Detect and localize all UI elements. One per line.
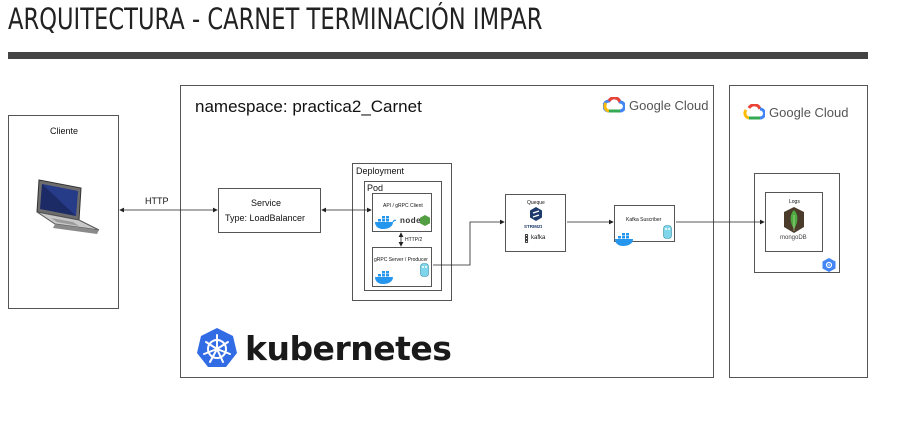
kubernetes-icon bbox=[197, 328, 237, 367]
laptop-icon bbox=[36, 179, 100, 234]
cloud-compute-icon bbox=[822, 258, 836, 272]
google-cloud-logo-namespace: Google Cloud bbox=[603, 97, 709, 113]
golang-icon bbox=[663, 225, 672, 239]
nodejs-hexagon-icon bbox=[420, 215, 430, 226]
google-cloud-logo-right: Google Cloud bbox=[743, 104, 849, 120]
queue-label: Queque bbox=[527, 200, 545, 206]
google-cloud-icon bbox=[743, 104, 765, 120]
service-type: Type: LoadBalancer bbox=[225, 213, 306, 223]
strimzi-icon bbox=[530, 207, 542, 221]
grpc-server-label: gRPC Server / Producer bbox=[374, 257, 428, 263]
kafka-icon bbox=[524, 234, 529, 243]
grpc-queue-arrow bbox=[433, 219, 505, 266]
service-title: Service bbox=[251, 198, 282, 208]
kubernetes-wordmark: kubernetes bbox=[245, 329, 452, 368]
pod-label: Pod bbox=[367, 183, 384, 193]
golang-icon bbox=[420, 263, 429, 277]
http2-label: HTTP/2 bbox=[405, 237, 423, 243]
docker-icon bbox=[375, 271, 393, 284]
google-cloud-text: Google Cloud bbox=[629, 97, 709, 113]
google-cloud-text: Google Cloud bbox=[769, 104, 849, 120]
service-box bbox=[218, 188, 321, 233]
strimzi-label: STRIMZI bbox=[524, 224, 542, 229]
title-underline bbox=[8, 52, 868, 59]
kafka-label: kafka bbox=[531, 235, 546, 241]
deployment-label: Deployment bbox=[356, 166, 405, 176]
namespace-label: namespace: practica2_Carnet bbox=[195, 97, 422, 116]
queue-box bbox=[505, 194, 566, 252]
nodejs-logo: node bbox=[400, 216, 422, 225]
docker-icon bbox=[615, 233, 633, 246]
http-label: HTTP bbox=[145, 196, 169, 206]
mongodb-leaf-icon bbox=[784, 207, 804, 233]
logs-label: Logs bbox=[789, 199, 800, 205]
api-client-label: API / gRPC Client bbox=[383, 203, 423, 209]
kafka-subscriber-label: Kafka Suscriber bbox=[626, 217, 662, 223]
mongodb-label: mongoDB bbox=[780, 235, 807, 241]
page-title: ARQUITECTURA - CARNET TERMINACIÓN IMPAR bbox=[8, 2, 543, 36]
google-cloud-icon bbox=[603, 97, 625, 113]
docker-icon bbox=[375, 216, 396, 229]
client-label: Cliente bbox=[50, 126, 79, 136]
